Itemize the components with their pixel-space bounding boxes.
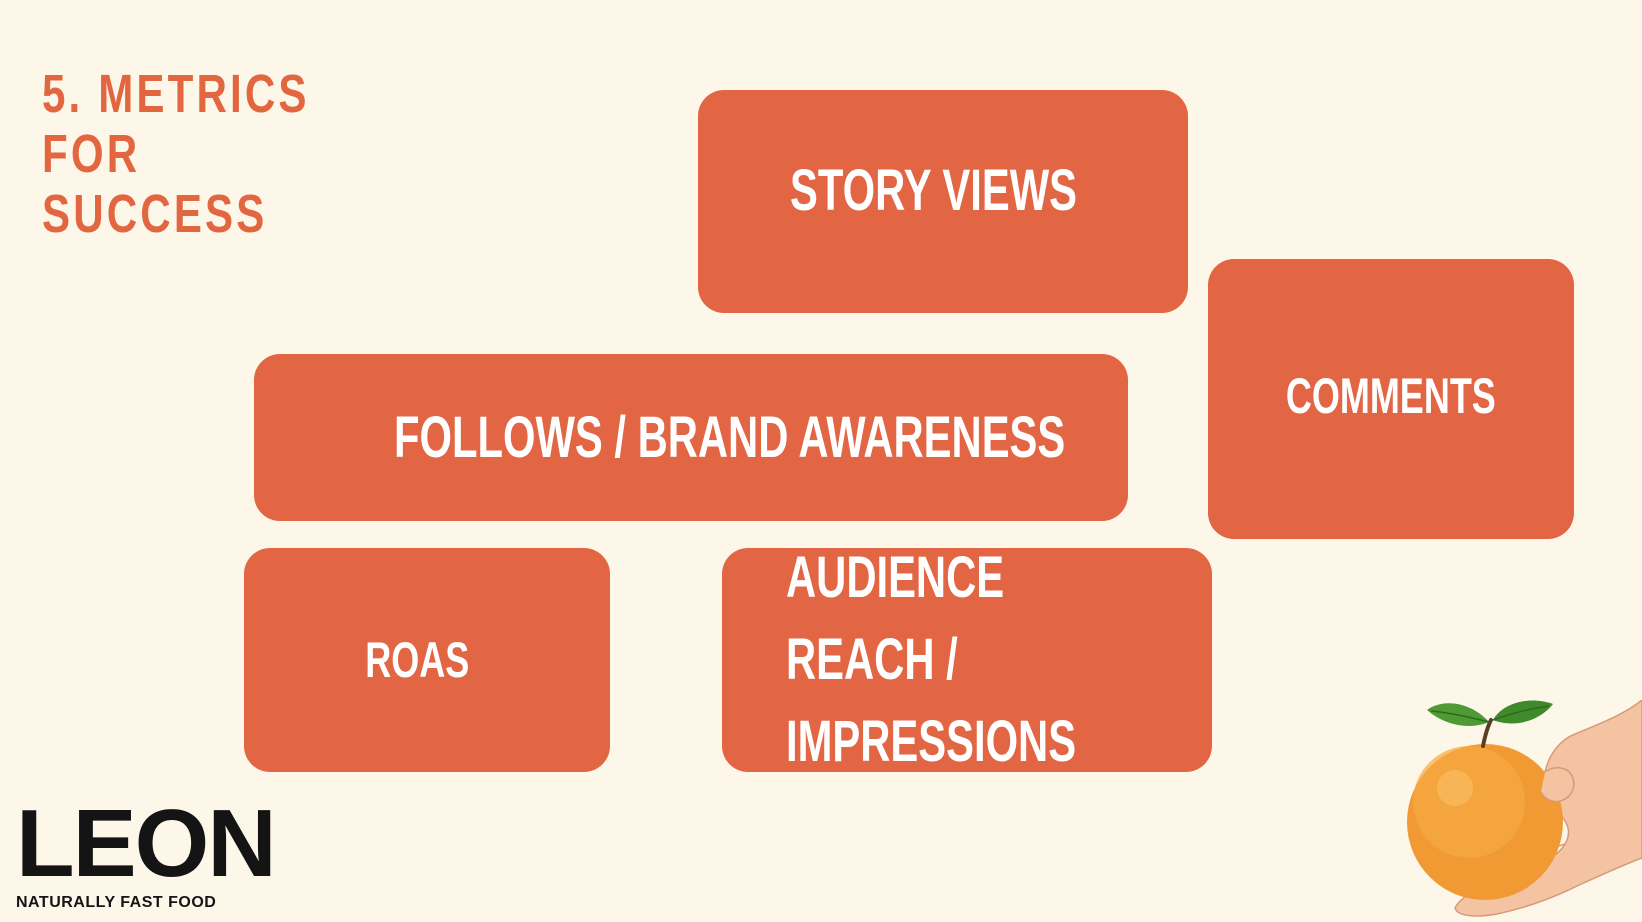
metric-label: FOLLOWS / BRAND AWARENESS — [394, 404, 1066, 470]
logo-tagline: NATURALLY FAST FOOD — [16, 894, 217, 911]
metric-label: ROAS — [364, 632, 470, 688]
metric-label: COMMENTS — [1286, 368, 1496, 424]
metric-roas: ROAS — [244, 548, 610, 772]
metric-comments: COMMENTS — [1208, 259, 1574, 539]
metric-follows-brand-awareness: FOLLOWS / BRAND AWARENESS — [254, 354, 1128, 521]
logo-wordmark: LEON — [16, 790, 277, 897]
metric-story-views: STORY VIEWS — [698, 90, 1188, 313]
metric-audience-reach: AUDIENCE REACH / IMPRESSIONS — [722, 545, 1212, 774]
metric-label: AUDIENCE REACH / IMPRESSIONS — [786, 545, 1077, 774]
metric-label: STORY VIEWS — [790, 157, 1077, 223]
hand-holding-orange-icon — [1407, 700, 1642, 917]
leon-logo: LEON NATURALLY FAST FOOD — [16, 790, 277, 912]
slide-title: 5. METRICS FOR SUCCESS — [42, 64, 310, 244]
